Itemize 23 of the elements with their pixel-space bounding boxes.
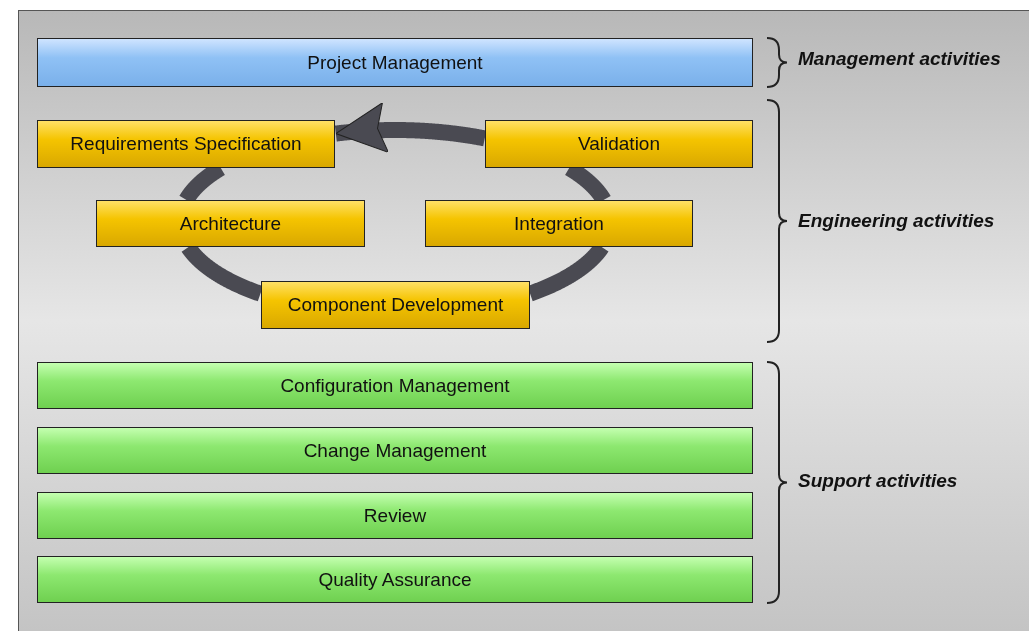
process-box [37, 427, 753, 474]
process-box [261, 281, 530, 329]
box-label: Project Management [307, 51, 483, 74]
box-label: Quality Assurance [318, 568, 472, 591]
box-label: Review [363, 504, 427, 527]
process-box [425, 200, 693, 247]
process-box [96, 200, 365, 247]
box-label: Validation [577, 133, 660, 155]
process-box [37, 492, 753, 539]
process-box [37, 38, 753, 87]
box-label: Integration [514, 212, 604, 235]
box-label: Component Development [287, 294, 504, 316]
group-label: Management activities [798, 48, 1001, 70]
box-label: Architecture [179, 212, 282, 235]
group-label: Engineering activities [798, 210, 995, 232]
process-box [37, 120, 335, 168]
box-label: Requirements Specification [70, 133, 302, 155]
process-box [485, 120, 753, 168]
box-label: Change Management [303, 439, 487, 462]
process-box [37, 362, 753, 409]
process-box [37, 556, 753, 603]
box-label: Configuration Management [280, 374, 510, 397]
group-label: Support activities [798, 470, 958, 492]
